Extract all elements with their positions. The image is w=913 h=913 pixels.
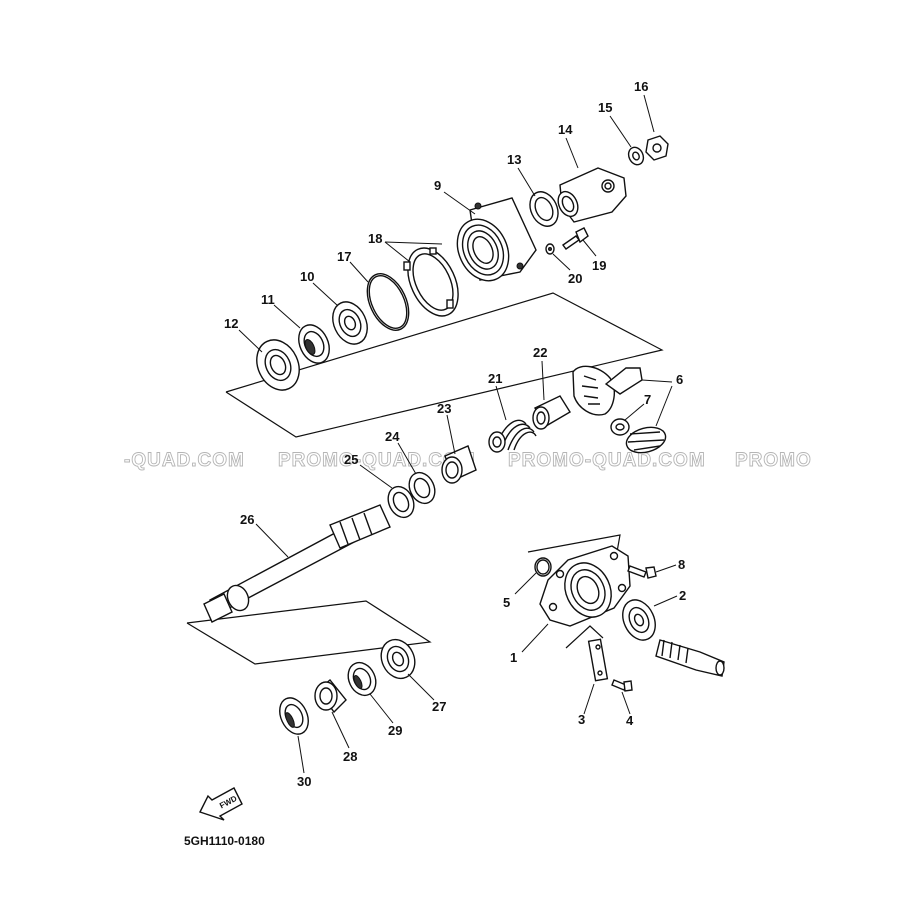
callout-2: 2 [679, 588, 686, 603]
part-29-oil-seal [347, 661, 377, 697]
callout-numbers: 16 15 14 13 9 18 17 10 11 12 19 20 22 21… [224, 79, 686, 789]
part-18-shim [403, 247, 459, 317]
part-12-bearing [256, 339, 300, 391]
callout-4: 4 [626, 713, 634, 728]
callout-8: 8 [678, 557, 685, 572]
callout-9: 9 [434, 178, 441, 193]
callout-20: 20 [568, 271, 582, 286]
watermark-text: PROMO-QUAD.COM [278, 450, 476, 471]
part-8-bolt [627, 565, 657, 579]
upper-assembly-frame [225, 292, 664, 438]
callout-7: 7 [644, 392, 651, 407]
bracket-frame [565, 625, 604, 649]
watermark-text: PROMO [735, 450, 812, 471]
callout-12: 12 [224, 316, 238, 331]
callout-28: 28 [343, 749, 357, 764]
callout-25: 25 [344, 452, 358, 467]
part-7-nut [610, 418, 630, 436]
callout-27: 27 [432, 699, 446, 714]
callout-15: 15 [598, 100, 612, 115]
part-26-drive-shaft [203, 504, 391, 623]
forward-direction-arrow: FWD [199, 787, 243, 821]
callout-11: 11 [261, 292, 275, 307]
callout-22: 22 [533, 345, 547, 360]
part-20-washer [545, 243, 555, 255]
part-25-bearing [387, 485, 415, 519]
part-30-oil-seal [279, 697, 309, 735]
part-15-washer [627, 146, 645, 166]
part-10-bearing [332, 301, 368, 345]
part-6-gear-set [572, 365, 667, 454]
callout-13: 13 [507, 152, 521, 167]
part-27-bearing [380, 638, 416, 680]
part-2-bearing [622, 599, 656, 641]
callout-30: 30 [297, 774, 311, 789]
part-28-collar [314, 679, 347, 714]
callout-6: 6 [676, 372, 683, 387]
part-14-yoke [557, 167, 627, 223]
leader-lines [238, 94, 678, 774]
part-3-plate [587, 638, 609, 682]
callout-16: 16 [634, 79, 648, 94]
callout-21: 21 [488, 371, 502, 386]
drive-pinion-shaft [655, 639, 725, 677]
callout-14: 14 [558, 122, 573, 137]
part-19-bolt [562, 227, 589, 250]
part-code: 5GH1110-0180 [184, 834, 265, 848]
part-9-bearing-housing [456, 197, 537, 282]
part-22-damper-cam [532, 395, 571, 430]
callout-19: 19 [592, 258, 606, 273]
callout-24: 24 [385, 429, 400, 444]
part-17-o-ring [366, 273, 410, 331]
part-11-oil-seal [298, 324, 330, 364]
watermark-text: PROMO-QUAD.COM [508, 450, 706, 471]
callout-3: 3 [578, 712, 585, 727]
part-21-spring [488, 419, 537, 453]
callout-10: 10 [300, 269, 314, 284]
part-16-nut [645, 135, 669, 161]
callout-29: 29 [388, 723, 402, 738]
shaft-assembly-frame [186, 600, 432, 665]
watermark-text: -QUAD.COM [124, 450, 245, 471]
part-23-collar [441, 445, 477, 484]
watermark-layer: -QUAD.COM PROMO-QUAD.COM PROMO-QUAD.COM … [124, 450, 812, 472]
part-13-oil-seal [529, 191, 559, 227]
callout-17: 17 [337, 249, 351, 264]
callout-1: 1 [510, 650, 517, 665]
callout-18: 18 [368, 231, 382, 246]
callout-23: 23 [437, 401, 451, 416]
callout-26: 26 [240, 512, 254, 527]
part-1-housing [539, 545, 631, 627]
part-5-o-ring [534, 557, 552, 577]
callout-5: 5 [503, 595, 510, 610]
part-4-bolt [611, 679, 633, 692]
